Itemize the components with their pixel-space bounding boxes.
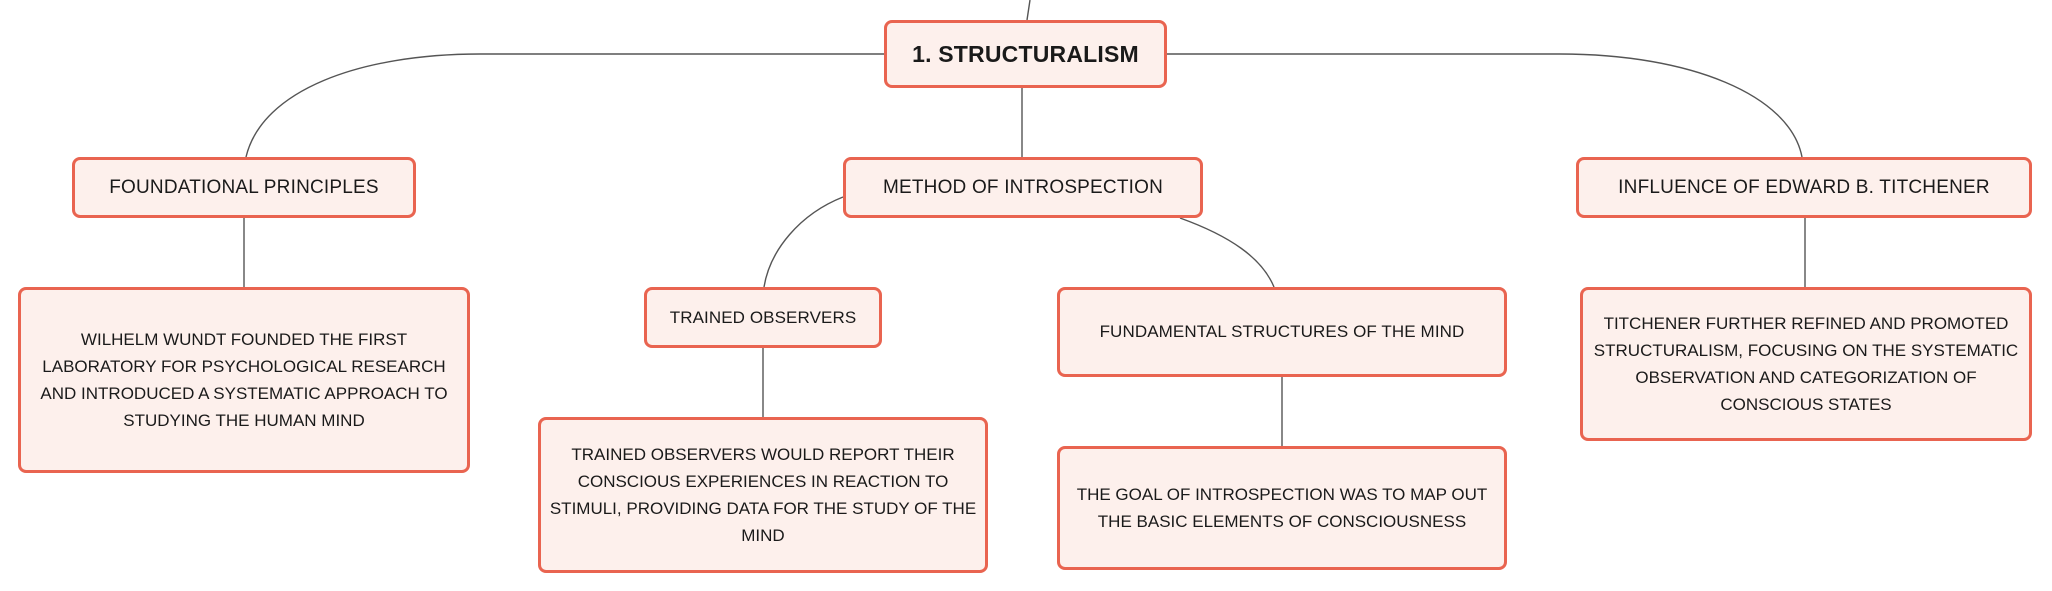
root-node[interactable]: 1. STRUCTURALISM — [884, 20, 1167, 88]
titchener-detail-text: TITCHENER FURTHER REFINED AND PROMOTED S… — [1593, 314, 2019, 414]
connector-method-fundamental — [1179, 217, 1275, 288]
connector-method-trained — [763, 196, 844, 288]
root-node-label: 1. STRUCTURALISM — [912, 40, 1139, 67]
introspection-goal-detail-node[interactable]: THE GOAL OF INTROSPECTION WAS TO MAP OUT… — [1057, 446, 1507, 570]
connector-root-foundational — [245, 53, 884, 158]
trained-observers-detail-text: TRAINED OBSERVERS WOULD REPORT THEIR CON… — [549, 445, 977, 545]
method-of-introspection-label: METHOD OF INTROSPECTION — [882, 176, 1164, 198]
trained-observers-node[interactable]: TRAINED OBSERVERS — [644, 287, 882, 348]
method-of-introspection-node[interactable]: METHOD OF INTROSPECTION — [843, 157, 1203, 218]
influence-of-titchener-node[interactable]: INFLUENCE OF EDWARD B. TITCHENER — [1576, 157, 2032, 218]
foundational-principles-node[interactable]: FOUNDATIONAL PRINCIPLES — [72, 157, 416, 218]
connector-root-influence — [1167, 53, 1803, 158]
titchener-detail-node[interactable]: TITCHENER FURTHER REFINED AND PROMOTED S… — [1580, 287, 2032, 441]
fundamental-structures-label: FUNDAMENTAL STRUCTURES OF THE MIND — [1099, 322, 1465, 341]
foundational-principles-label: FOUNDATIONAL PRINCIPLES — [109, 176, 379, 198]
trained-observers-label: TRAINED OBSERVERS — [669, 307, 857, 327]
connector-root-parent — [1026, 0, 1031, 21]
wundt-detail-text: WILHELM WUNDT FOUNDED THE FIRST LABORATO… — [40, 330, 448, 430]
introspection-goal-detail-text: THE GOAL OF INTROSPECTION WAS TO MAP OUT… — [1076, 485, 1488, 531]
trained-observers-detail-node[interactable]: TRAINED OBSERVERS WOULD REPORT THEIR CON… — [538, 417, 988, 573]
fundamental-structures-node[interactable]: FUNDAMENTAL STRUCTURES OF THE MIND — [1057, 287, 1507, 377]
influence-of-titchener-label: INFLUENCE OF EDWARD B. TITCHENER — [1618, 176, 1990, 198]
wundt-detail-node[interactable]: WILHELM WUNDT FOUNDED THE FIRST LABORATO… — [18, 287, 470, 473]
